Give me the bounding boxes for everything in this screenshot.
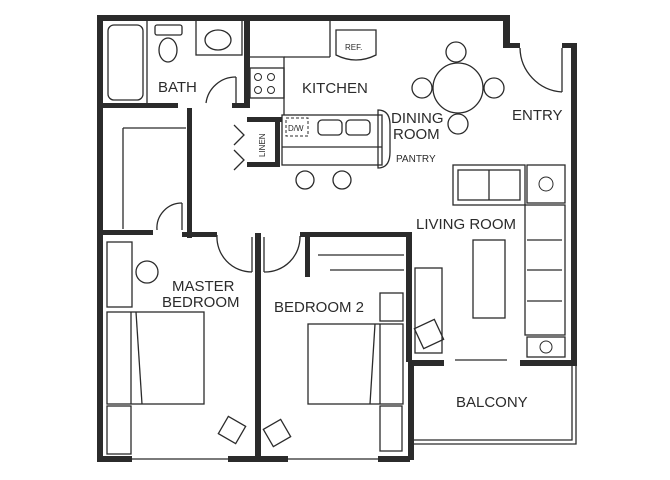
label-master-2: BEDROOM	[162, 294, 240, 311]
bedroom2-furniture	[262, 292, 404, 452]
closets	[122, 127, 404, 271]
label-dining-1: DINING	[391, 110, 444, 127]
label-dw: D/W	[288, 124, 304, 133]
bath-fixtures	[107, 19, 243, 104]
label-linen: LINEN	[258, 133, 267, 157]
label-bedroom-2: BEDROOM 2	[274, 299, 364, 316]
label-bath: BATH	[158, 79, 197, 96]
label-pantry: PANTRY	[396, 154, 436, 165]
bedroom-doors	[130, 234, 380, 460]
living-furniture	[413, 164, 566, 361]
master-furniture	[106, 241, 247, 455]
interior-walls	[103, 18, 412, 458]
dining-table	[411, 41, 563, 135]
label-dining-2: ROOM	[393, 126, 440, 143]
exterior-walls	[97, 15, 577, 462]
label-master-1: MASTER	[172, 278, 235, 295]
label-living-room: LIVING ROOM	[416, 216, 516, 233]
label-balcony: BALCONY	[456, 394, 528, 411]
balcony	[414, 366, 577, 445]
label-ref: REF.	[345, 43, 362, 52]
room-labels: BATH KITCHEN DINING ROOM ENTRY PANTRY LI…	[158, 43, 563, 411]
kitchen-fixtures	[233, 20, 391, 190]
label-entry: ENTRY	[512, 107, 563, 124]
label-kitchen: KITCHEN	[302, 80, 368, 97]
